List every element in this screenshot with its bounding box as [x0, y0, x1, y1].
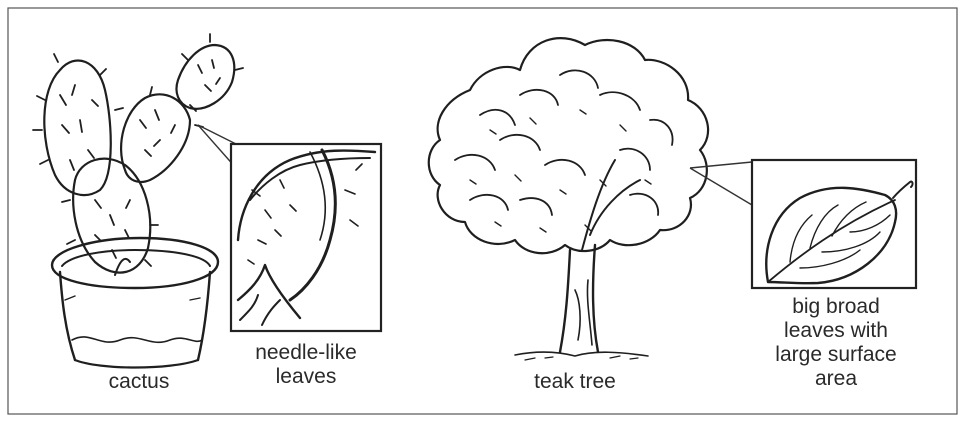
broad-leaves-label: big broad leaves with large surface area	[752, 295, 920, 391]
needle-leaves-label: needle-like leaves	[226, 341, 386, 389]
broad-leaves-label-line-1: big broad	[752, 295, 920, 319]
teak-tree	[429, 38, 708, 360]
broad-leaves-label-line-3: large surface	[752, 343, 920, 367]
cactus-plant	[33, 34, 243, 368]
cactus-label: cactus	[84, 370, 194, 394]
broad-leaves-label-line-2: leaves with	[752, 319, 920, 343]
broad-leaves-label-line-4: area	[752, 367, 920, 391]
needle-leaves-detail	[231, 144, 381, 331]
needle-leaves-label-line-1: needle-like	[226, 341, 386, 365]
broad-leaf-detail	[752, 160, 916, 288]
teak-tree-label: teak tree	[510, 370, 640, 394]
needle-leaves-label-line-2: leaves	[226, 365, 386, 389]
teak-zoom-lines	[690, 162, 752, 205]
